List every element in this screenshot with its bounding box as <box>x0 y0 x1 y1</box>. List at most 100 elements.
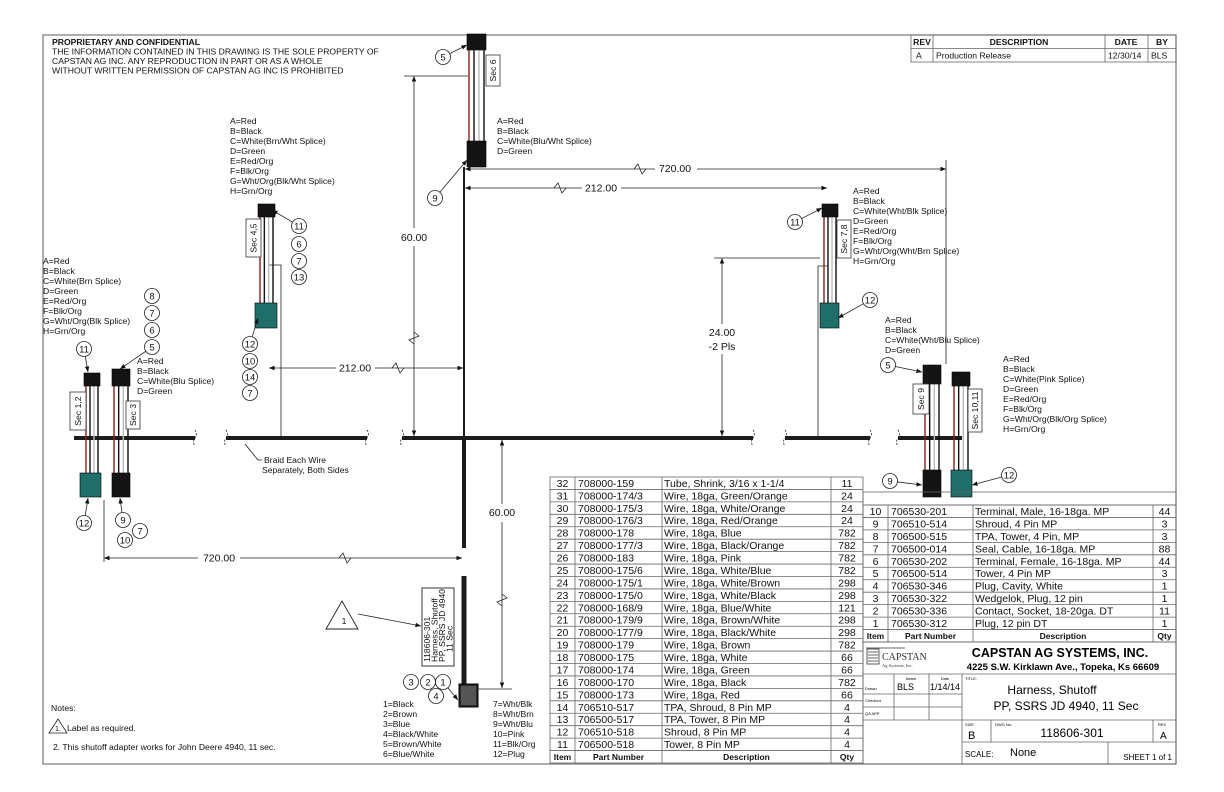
quantity: 24 <box>841 515 853 527</box>
part-number: 706500-014 <box>891 543 947 555</box>
quantity: 782 <box>838 677 856 689</box>
description: Wire, 18ga, Black/White <box>664 627 776 639</box>
section-label: Sec 7,8 <box>839 224 849 253</box>
dimension-break-icon <box>553 182 567 194</box>
braid-note: Braid Each Wire Separately, Both Sides <box>244 443 349 475</box>
description: Wire, 18ga, Green <box>664 664 750 676</box>
item-balloon: 13 <box>291 269 307 285</box>
notes: Notes: 1. Label as required. 2. This shu… <box>48 703 276 752</box>
drawing-title-line-1: Harness, Shutoff <box>1007 683 1097 697</box>
description: Tower, 8 Pin MP <box>664 739 740 751</box>
quantity: 298 <box>838 590 856 602</box>
pinout-line: C=White(Blu Splice) <box>137 376 214 386</box>
balloon-number: 14 <box>245 372 256 383</box>
item-balloon: 9 <box>115 497 131 528</box>
legend-entry: 12=Plug <box>493 749 525 759</box>
section-label-box <box>125 400 141 430</box>
item-number: 25 <box>557 565 569 577</box>
description: Wire, 18ga, Brown/White <box>664 615 780 627</box>
wire-color-legend: 1=Black2=Brown3=Blue4=Black/White5=Brown… <box>383 699 536 759</box>
part-number: 706530-322 <box>891 593 947 605</box>
by-header: BY <box>1156 37 1168 47</box>
section-label-box <box>485 54 501 87</box>
pinout-line: B=Black <box>1003 364 1035 374</box>
break-symbol <box>193 429 197 447</box>
quantity: 66 <box>841 652 853 664</box>
item-balloon: 11 <box>76 341 92 373</box>
quantity: 1 <box>1162 581 1168 593</box>
pinout-line: D=Green <box>137 386 172 396</box>
pinout-line: E=Red/Org <box>1003 394 1046 404</box>
balloon-number: 12 <box>865 295 876 306</box>
rev-date: 12/30/14 <box>1108 51 1142 61</box>
pinout-line: G=Wht/Org(Blk/Wht Splice) <box>230 176 335 186</box>
balloon-circle <box>117 532 133 548</box>
drawn-by: BLS <box>897 682 914 692</box>
rev-header: REV <box>913 37 931 47</box>
balloon-circle <box>242 336 258 352</box>
balloon-circle <box>882 473 898 489</box>
quantity: 66 <box>841 664 853 676</box>
item-balloon: 11 <box>787 207 823 230</box>
quantity: 44 <box>1159 506 1171 518</box>
item-balloon: 3 <box>403 674 419 690</box>
balloon-leader <box>439 159 468 193</box>
balloon-circle <box>435 49 451 65</box>
balloon-circle <box>132 523 148 539</box>
part-number: 708000-175/6 <box>578 565 643 577</box>
item-number: 31 <box>557 490 569 502</box>
pinout-line: C=White(Brn/Wht Splice) <box>230 136 326 146</box>
quantity: 121 <box>838 602 856 614</box>
pinout-line: H=Grn/Org <box>43 326 85 336</box>
title-label: TITLE: <box>965 676 977 681</box>
date-header: DATE <box>1115 37 1138 47</box>
proprietary-heading: PROPRIETARY AND CONFIDENTIAL <box>52 37 200 47</box>
balloon-number: 6 <box>149 325 154 336</box>
quantity: 298 <box>838 577 856 589</box>
item-balloon: 7 <box>144 305 160 321</box>
description: Terminal, Female, 16-18ga. MP <box>975 556 1121 568</box>
part-number: 708000-175/1 <box>578 577 643 589</box>
balloon-leader <box>837 303 864 319</box>
pinout-line: A=Red <box>885 315 912 325</box>
description: Wire, 18ga, White/Brown <box>664 577 780 589</box>
balloon-circle <box>242 385 258 401</box>
description: TPA, Tower, 8 Pin MP <box>664 714 765 726</box>
item-number: 4 <box>873 581 879 593</box>
item-header: Item <box>867 631 885 641</box>
balloon-circle <box>144 305 160 321</box>
balloon-circle <box>242 369 258 385</box>
pinout-line: H=Grn/Org <box>1003 424 1045 434</box>
legend-entry: 2=Brown <box>383 709 417 719</box>
balloon-circle <box>291 218 307 234</box>
item-balloon: 14 <box>242 369 258 385</box>
pinout-line: D=Green <box>853 216 888 226</box>
pinout-line: B=Black <box>43 266 75 276</box>
quantity: 4 <box>844 702 850 714</box>
description: Wire, 18ga, Pink <box>664 553 742 565</box>
item-number: 11 <box>557 739 568 751</box>
balloon-number: 13 <box>294 272 305 283</box>
item-number: 17 <box>557 664 569 676</box>
pinout-line: A=Red <box>137 356 164 366</box>
description: Wire, 18ga, Red/Orange <box>664 515 778 527</box>
bottom-connector <box>950 469 973 498</box>
legend-entry: 10=Pink <box>493 729 525 739</box>
balloon-leader <box>84 497 90 516</box>
section-label: Sec 10,11 <box>970 391 980 429</box>
legend-entry: 5=Brown/White <box>383 739 442 749</box>
bottom-connector <box>819 302 840 329</box>
balloon-number: 7 <box>247 388 252 399</box>
rev-description: Production Release <box>936 51 1011 61</box>
logo-name: CAPSTAN <box>882 652 927 663</box>
